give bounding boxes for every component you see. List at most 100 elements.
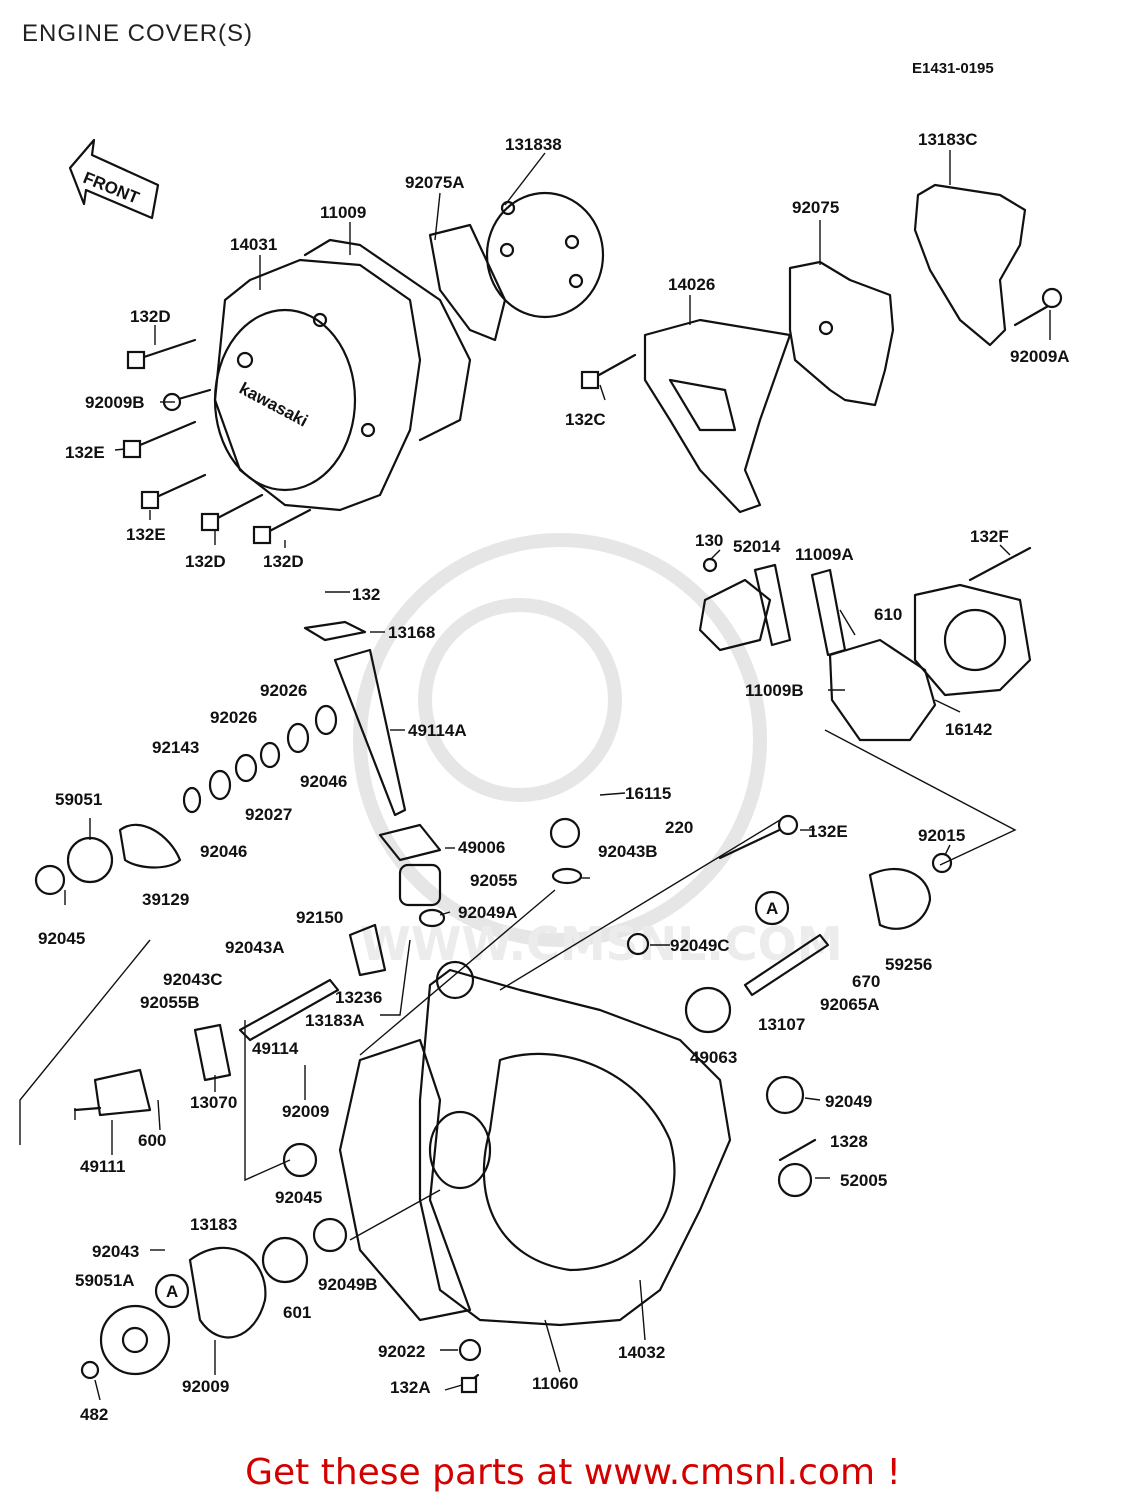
callout: 13107 bbox=[758, 1015, 805, 1034]
callout: 13183 bbox=[190, 1215, 237, 1234]
impeller-59256 bbox=[868, 867, 932, 930]
callout: 92055 bbox=[470, 871, 517, 890]
marker-a-upper bbox=[754, 890, 790, 926]
callout: 92143 bbox=[152, 738, 199, 757]
brand-text: kawasaki bbox=[236, 379, 311, 431]
gasket-92075 bbox=[788, 260, 895, 407]
callout: 92046 bbox=[200, 842, 247, 861]
callout: 132E bbox=[808, 822, 848, 841]
callout: 11009A bbox=[795, 545, 854, 564]
callout: 14031 bbox=[230, 235, 277, 254]
promo-banner[interactable]: Get these parts at www.cmsnl.com ! bbox=[245, 1452, 901, 1493]
callout: 92043A bbox=[225, 938, 285, 957]
collar-601 bbox=[261, 1236, 309, 1284]
callout: 92009A bbox=[1010, 347, 1070, 366]
callout: 49114A bbox=[408, 721, 467, 740]
callout: 59051A bbox=[75, 1271, 135, 1290]
cap-131838 bbox=[485, 191, 605, 319]
marker-a-lower bbox=[154, 1273, 190, 1309]
callout: 92150 bbox=[296, 908, 343, 927]
callout: 52005 bbox=[840, 1171, 887, 1190]
callout: 482 bbox=[80, 1405, 108, 1424]
callout: 92049A bbox=[458, 903, 518, 922]
sprocket-cover-14026 bbox=[643, 318, 792, 514]
callout: 92049C bbox=[670, 936, 730, 955]
oil-seal-52005 bbox=[777, 1162, 813, 1198]
callout: 59256 bbox=[885, 955, 932, 974]
callout: 132A bbox=[390, 1378, 431, 1397]
callout: A bbox=[766, 899, 778, 918]
callout: 92043C bbox=[163, 970, 223, 989]
callout: 49111 bbox=[80, 1157, 125, 1176]
callout: A bbox=[166, 1282, 178, 1301]
oil-cap-16115 bbox=[549, 817, 581, 849]
diagram-code: E1431-0195 bbox=[912, 60, 994, 77]
callout: 16142 bbox=[945, 720, 992, 739]
callout: 92045 bbox=[38, 929, 85, 948]
callout: 92027 bbox=[245, 805, 292, 824]
water-pump-assembly bbox=[698, 546, 1032, 742]
callout: 92043B bbox=[598, 842, 658, 861]
callout: 52014 bbox=[733, 537, 781, 556]
callout: 92009 bbox=[182, 1377, 229, 1396]
callout: 600 bbox=[138, 1131, 166, 1150]
clutch-cover-14032 bbox=[338, 960, 732, 1327]
callout: 92055B bbox=[140, 993, 200, 1012]
callout: 92046 bbox=[300, 772, 347, 791]
callout: 92075 bbox=[792, 198, 839, 217]
callout: 92065A bbox=[820, 995, 880, 1014]
gasket-92075a bbox=[428, 223, 507, 342]
callout: 132D bbox=[185, 552, 226, 571]
watermark-text: WWW.CMSNL.COM bbox=[360, 917, 843, 971]
callout: 92075A bbox=[405, 173, 465, 192]
callout: 11009 bbox=[320, 203, 366, 222]
callout: 39129 bbox=[142, 890, 189, 909]
circlip-482 bbox=[80, 1360, 100, 1380]
callout: 610 bbox=[874, 605, 902, 624]
generator-cover: kawasaki bbox=[213, 238, 472, 512]
bearing-92049b bbox=[312, 1217, 348, 1253]
kick-shaft-group bbox=[34, 620, 446, 1117]
callout: 130 bbox=[695, 531, 723, 550]
callout: 13236 bbox=[335, 988, 382, 1007]
watermark: WWW.CMSNL.COM bbox=[353, 533, 843, 971]
callout: 92009 bbox=[282, 1102, 329, 1121]
bearing-92049 bbox=[765, 1075, 805, 1115]
bolts-left bbox=[122, 338, 312, 545]
callout: 11009B bbox=[745, 681, 804, 700]
callout: 132C bbox=[565, 410, 606, 429]
plate-13183 bbox=[188, 1246, 267, 1339]
page-title: ENGINE COVER(S) bbox=[22, 20, 254, 47]
callout: 601 bbox=[283, 1303, 311, 1322]
callout: 16115 bbox=[625, 784, 671, 803]
seal-92049c bbox=[626, 932, 650, 956]
callout: 92022 bbox=[378, 1342, 425, 1361]
callout: 92026 bbox=[260, 681, 307, 700]
callout: 132D bbox=[130, 307, 171, 326]
callout: 132F bbox=[970, 527, 1009, 546]
front-arrow-icon: FRONT bbox=[68, 138, 160, 220]
sprocket-59051a bbox=[99, 1304, 171, 1376]
callout: 132D bbox=[263, 552, 304, 571]
callout: 92049B bbox=[318, 1275, 378, 1294]
callout: 49006 bbox=[458, 838, 505, 857]
callout: 92045 bbox=[275, 1188, 322, 1207]
callout: 59051 bbox=[55, 790, 102, 809]
callout: 92009B bbox=[85, 393, 145, 412]
bearing-92045 bbox=[282, 1142, 318, 1178]
callout: 132E bbox=[126, 525, 166, 544]
callout: 49114 bbox=[252, 1039, 299, 1058]
callout: 14026 bbox=[668, 275, 715, 294]
shaft-13107 bbox=[743, 933, 830, 997]
callout: 132 bbox=[352, 585, 380, 604]
washer-92022 bbox=[458, 1338, 482, 1362]
callout: 92026 bbox=[210, 708, 257, 727]
callout: 13070 bbox=[190, 1093, 237, 1112]
callout: 670 bbox=[852, 972, 880, 991]
seal-49063 bbox=[684, 986, 732, 1034]
callout: 14032 bbox=[618, 1343, 665, 1362]
callout: 13183C bbox=[918, 130, 978, 149]
callout: 11060 bbox=[532, 1374, 578, 1393]
callout: 13168 bbox=[388, 623, 435, 642]
